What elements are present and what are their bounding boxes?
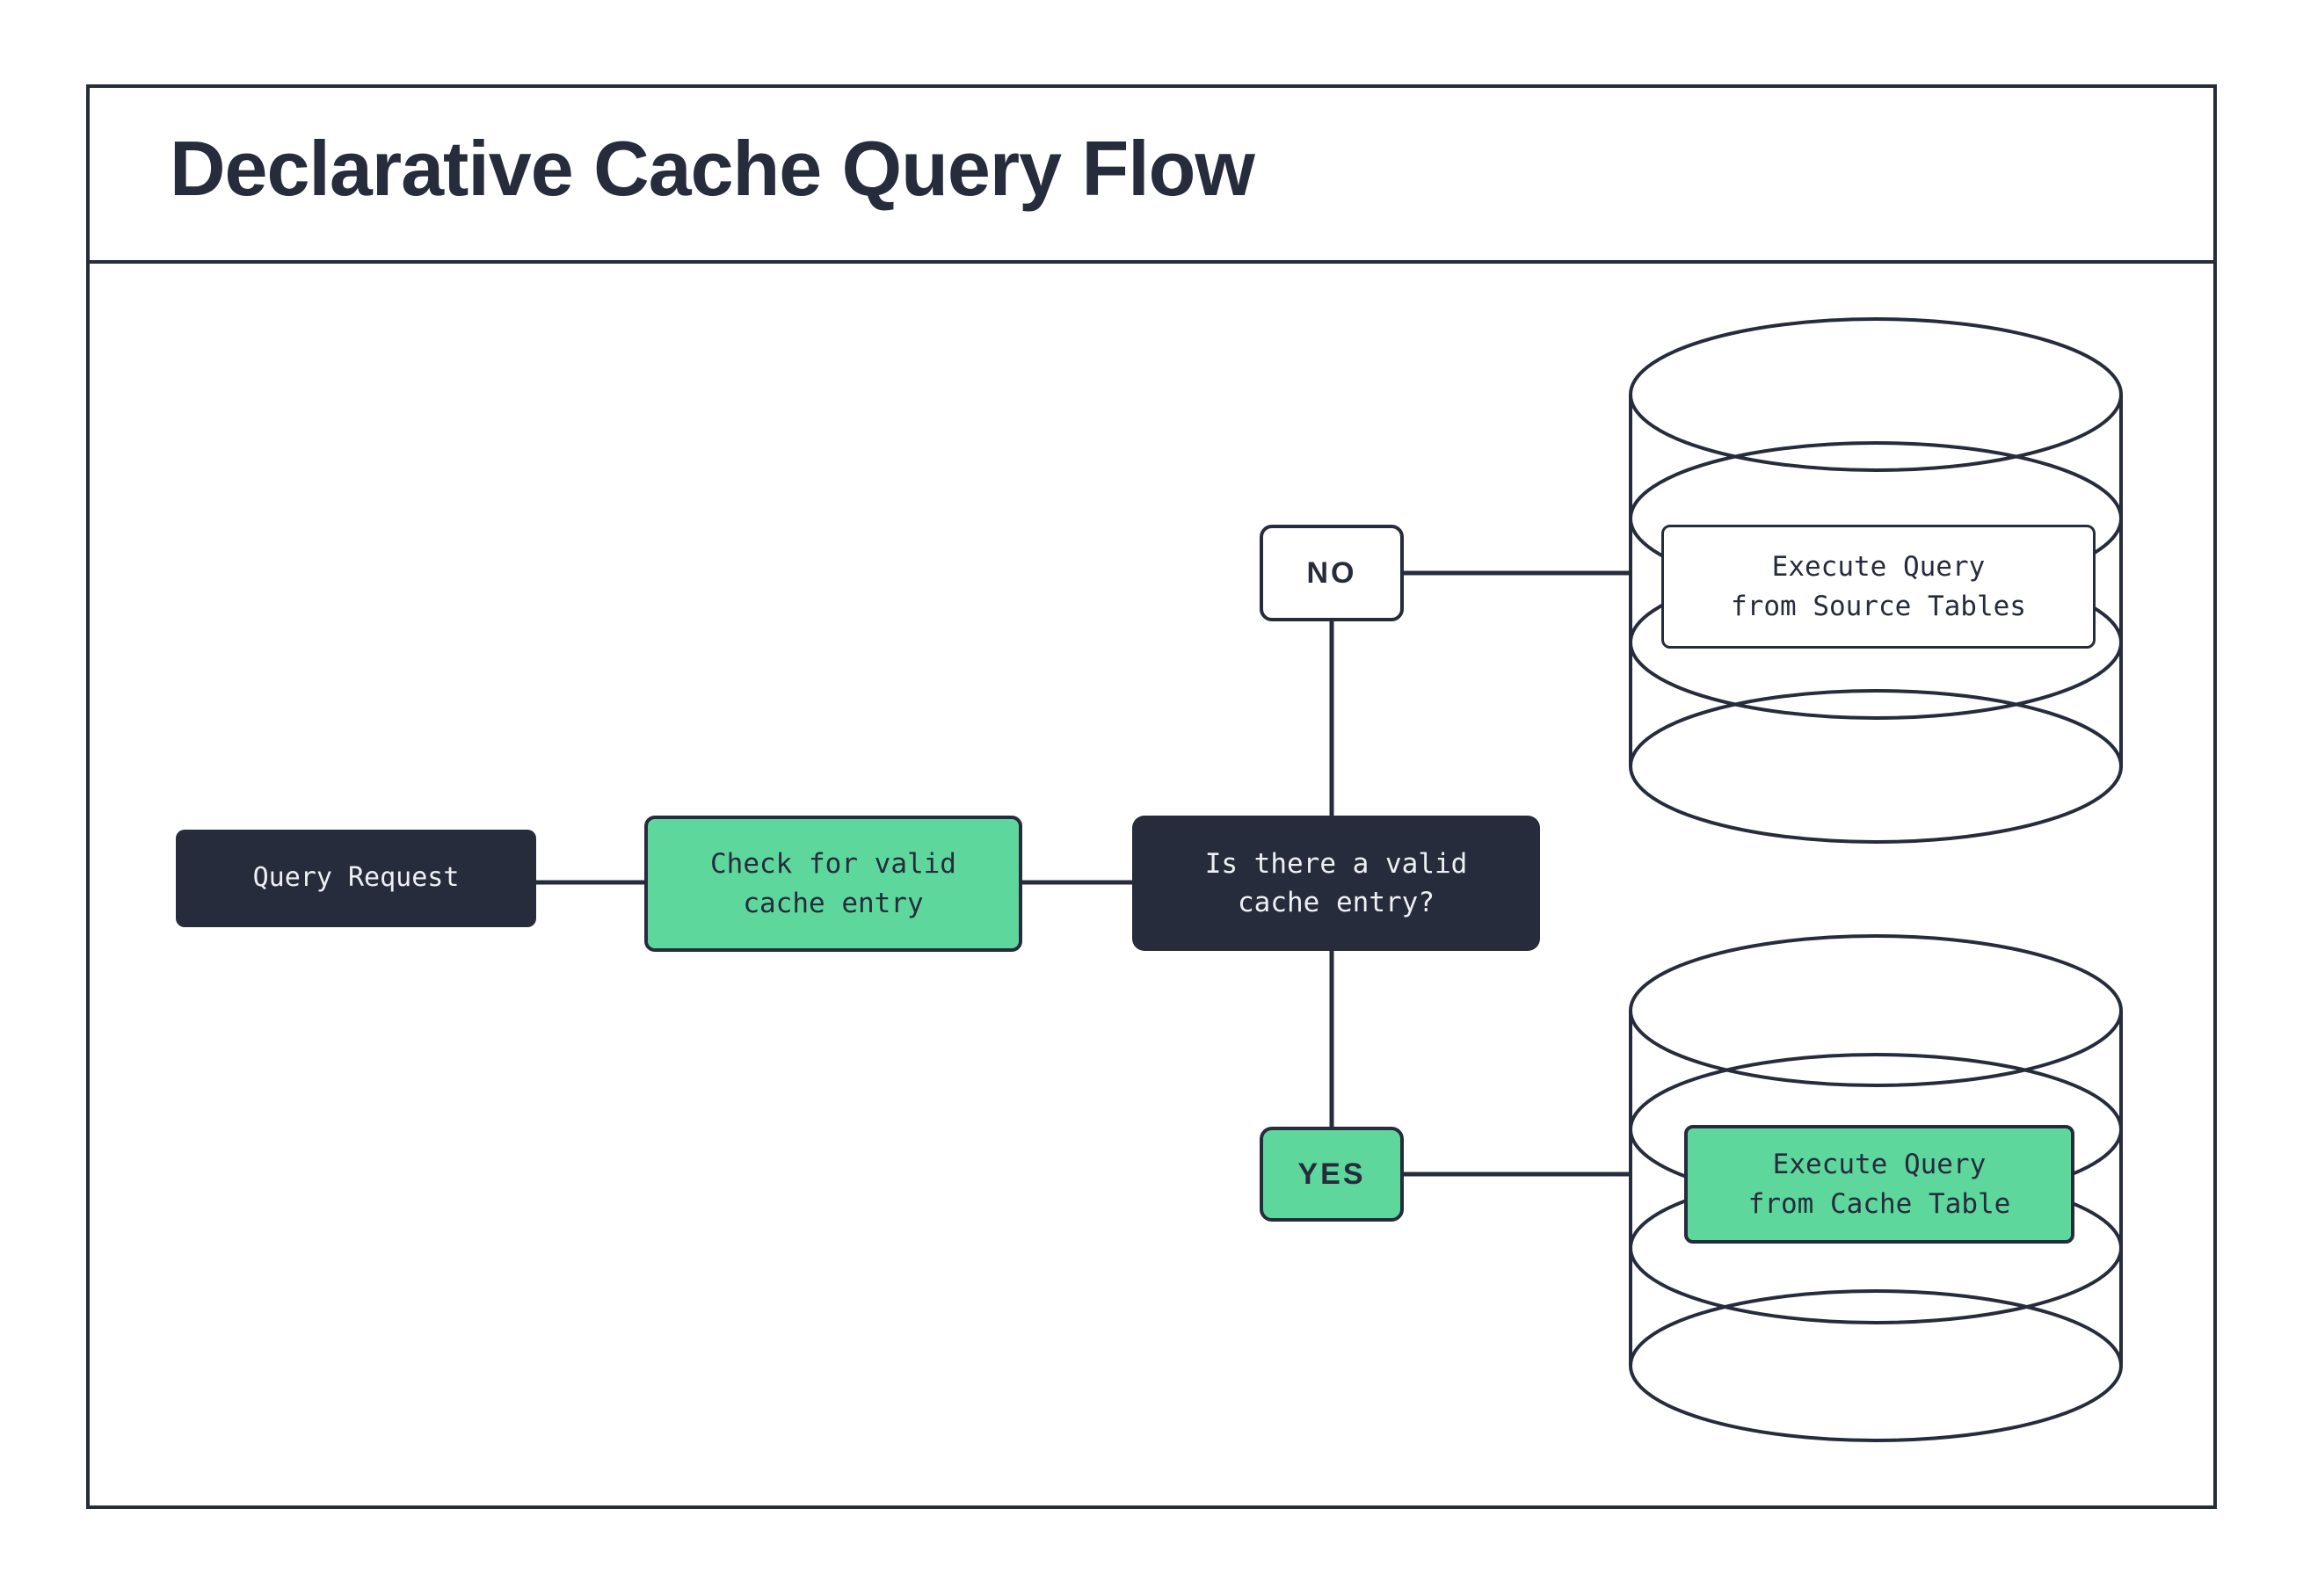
- connector-lines: [536, 570, 1632, 1177]
- cache-database-cylinder-icon: [1629, 934, 2123, 1442]
- source-database-cylinder-icon: [1629, 317, 2123, 844]
- title-divider: [86, 260, 2217, 264]
- page-title: Declarative Cache Query Flow: [170, 125, 1255, 212]
- node-execute-source-tables: Execute Query from Source Tables: [1661, 525, 2096, 649]
- branch-label-yes: YES: [1260, 1127, 1404, 1222]
- branch-label-no: NO: [1260, 525, 1404, 621]
- node-check-cache: Check for valid cache entry: [644, 816, 1022, 952]
- node-query-request: Query Request: [176, 830, 536, 927]
- node-execute-cache-table: Execute Query from Cache Table: [1684, 1125, 2074, 1244]
- node-decision-valid-cache: Is there a valid cache entry?: [1132, 816, 1540, 951]
